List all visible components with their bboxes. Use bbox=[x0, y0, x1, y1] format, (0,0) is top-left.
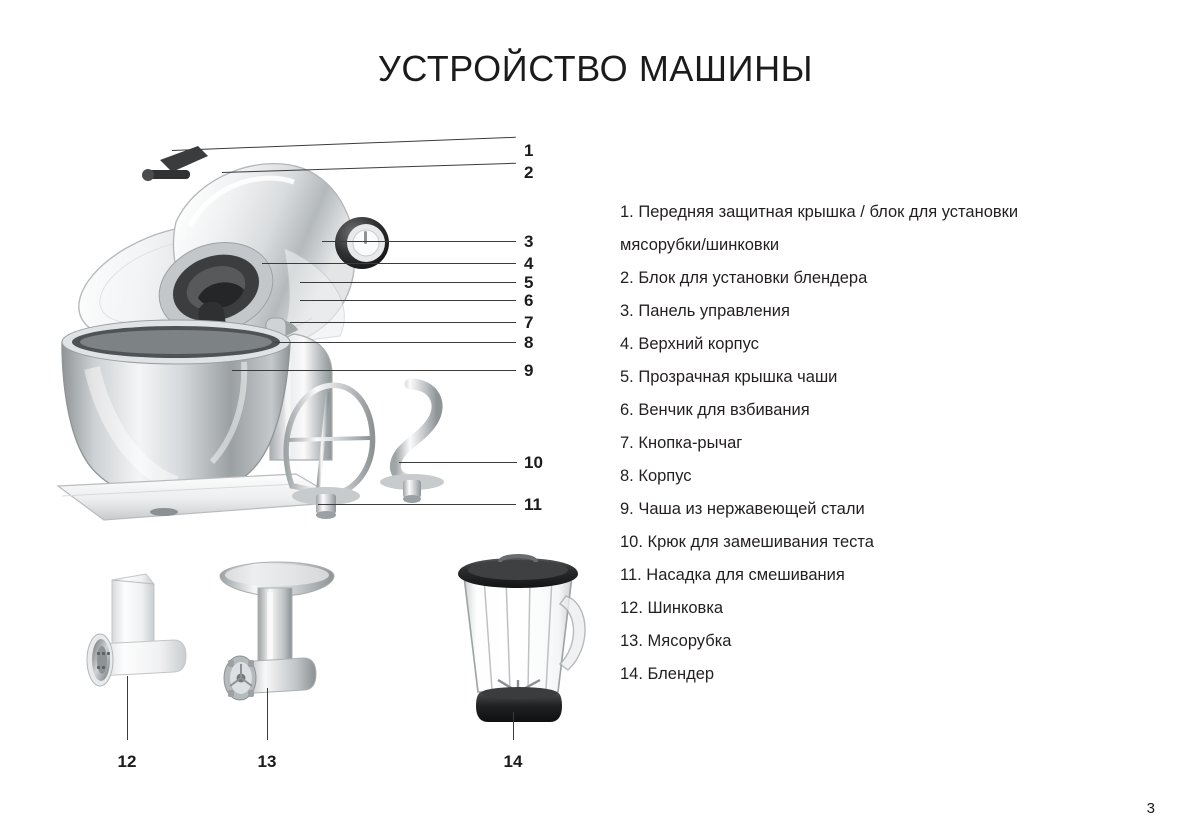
callout-number-4: 4 bbox=[524, 254, 534, 273]
flat-beater-shape bbox=[283, 382, 376, 497]
leader-line-9 bbox=[232, 370, 516, 371]
leader-line-11 bbox=[318, 504, 516, 505]
callout-number-6: 6 bbox=[524, 291, 534, 310]
callout-number-13: 13 bbox=[257, 752, 277, 771]
flat-beater-stem bbox=[292, 487, 360, 519]
legend-item-7: 7. Кнопка-рычаг bbox=[620, 434, 743, 452]
callout-number-3: 3 bbox=[524, 232, 534, 251]
stainless-steel-bowl-shape bbox=[61, 319, 291, 503]
callout-number-7: 7 bbox=[524, 313, 534, 332]
callout-number-11: 11 bbox=[524, 495, 542, 514]
callout-number-8: 8 bbox=[524, 333, 534, 352]
front-protective-cover-shape bbox=[142, 146, 208, 181]
legend-item-10: 10. Крюк для замешивания теста bbox=[620, 533, 874, 551]
blender-base-shape bbox=[476, 687, 562, 722]
leader-line-5 bbox=[300, 282, 516, 283]
leader-line-7 bbox=[290, 322, 516, 323]
legend-item-14: 14. Блендер bbox=[620, 665, 715, 683]
stand-mixer-illustration bbox=[48, 130, 468, 530]
front-shield-shape bbox=[277, 247, 345, 345]
legend-item-8: 8. Корпус bbox=[620, 467, 692, 485]
slicer-shredder-illustration bbox=[80, 566, 200, 706]
callout-number-12: 12 bbox=[117, 752, 137, 771]
callout-number-10: 10 bbox=[524, 453, 543, 472]
legend-item-9: 9. Чаша из нержавеющей стали bbox=[620, 500, 865, 518]
control-panel-shape bbox=[335, 217, 389, 269]
callout-number-9: 9 bbox=[524, 361, 534, 380]
callout-number-2: 2 bbox=[524, 163, 534, 182]
blender-lid-shape bbox=[458, 554, 578, 588]
legend-item-3: 3. Панель управления bbox=[620, 302, 790, 320]
legend-item-13: 13. Мясорубка bbox=[620, 632, 732, 650]
meat-grinder-illustration bbox=[212, 561, 342, 710]
legend-item-11: 11. Насадка для смешивания bbox=[620, 566, 845, 584]
page-number: 3 bbox=[1146, 800, 1155, 817]
leader-line-8 bbox=[275, 342, 516, 343]
leader-line-14 bbox=[513, 712, 514, 740]
leader-line-4 bbox=[262, 263, 516, 264]
dough-hook-shape bbox=[380, 378, 444, 503]
callout-number-1: 1 bbox=[524, 141, 534, 160]
blender-jar-illustration bbox=[448, 552, 588, 728]
legend-item-5: 5. Прозрачная крышка чаши bbox=[620, 368, 838, 386]
callout-number-5: 5 bbox=[524, 273, 534, 292]
callout-number-14: 14 bbox=[503, 752, 523, 771]
leader-line-12 bbox=[127, 676, 128, 740]
page-title: УСТРОЙСТВО МАШИНЫ bbox=[377, 48, 814, 89]
parts-legend-list: 1. Передняя защитная крышка / блок для у… bbox=[620, 196, 1100, 691]
legend-item-1: 1. Передняя защитная крышка / блок для у… bbox=[620, 203, 1019, 254]
legend-item-12: 12. Шинковка bbox=[620, 599, 724, 617]
leader-line-13 bbox=[267, 688, 268, 740]
legend-item-2: 2. Блок для установки блендера bbox=[620, 269, 868, 287]
legend-item-6: 6. Венчик для взбивания bbox=[620, 401, 810, 419]
legend-item-4: 4. Верхний корпус bbox=[620, 335, 759, 353]
attachments-beater-hook-illustration bbox=[272, 368, 472, 528]
planetary-drive-shape bbox=[158, 241, 274, 362]
leader-line-6 bbox=[300, 300, 516, 301]
leader-line-3 bbox=[322, 241, 516, 242]
leader-line-10 bbox=[399, 462, 517, 463]
